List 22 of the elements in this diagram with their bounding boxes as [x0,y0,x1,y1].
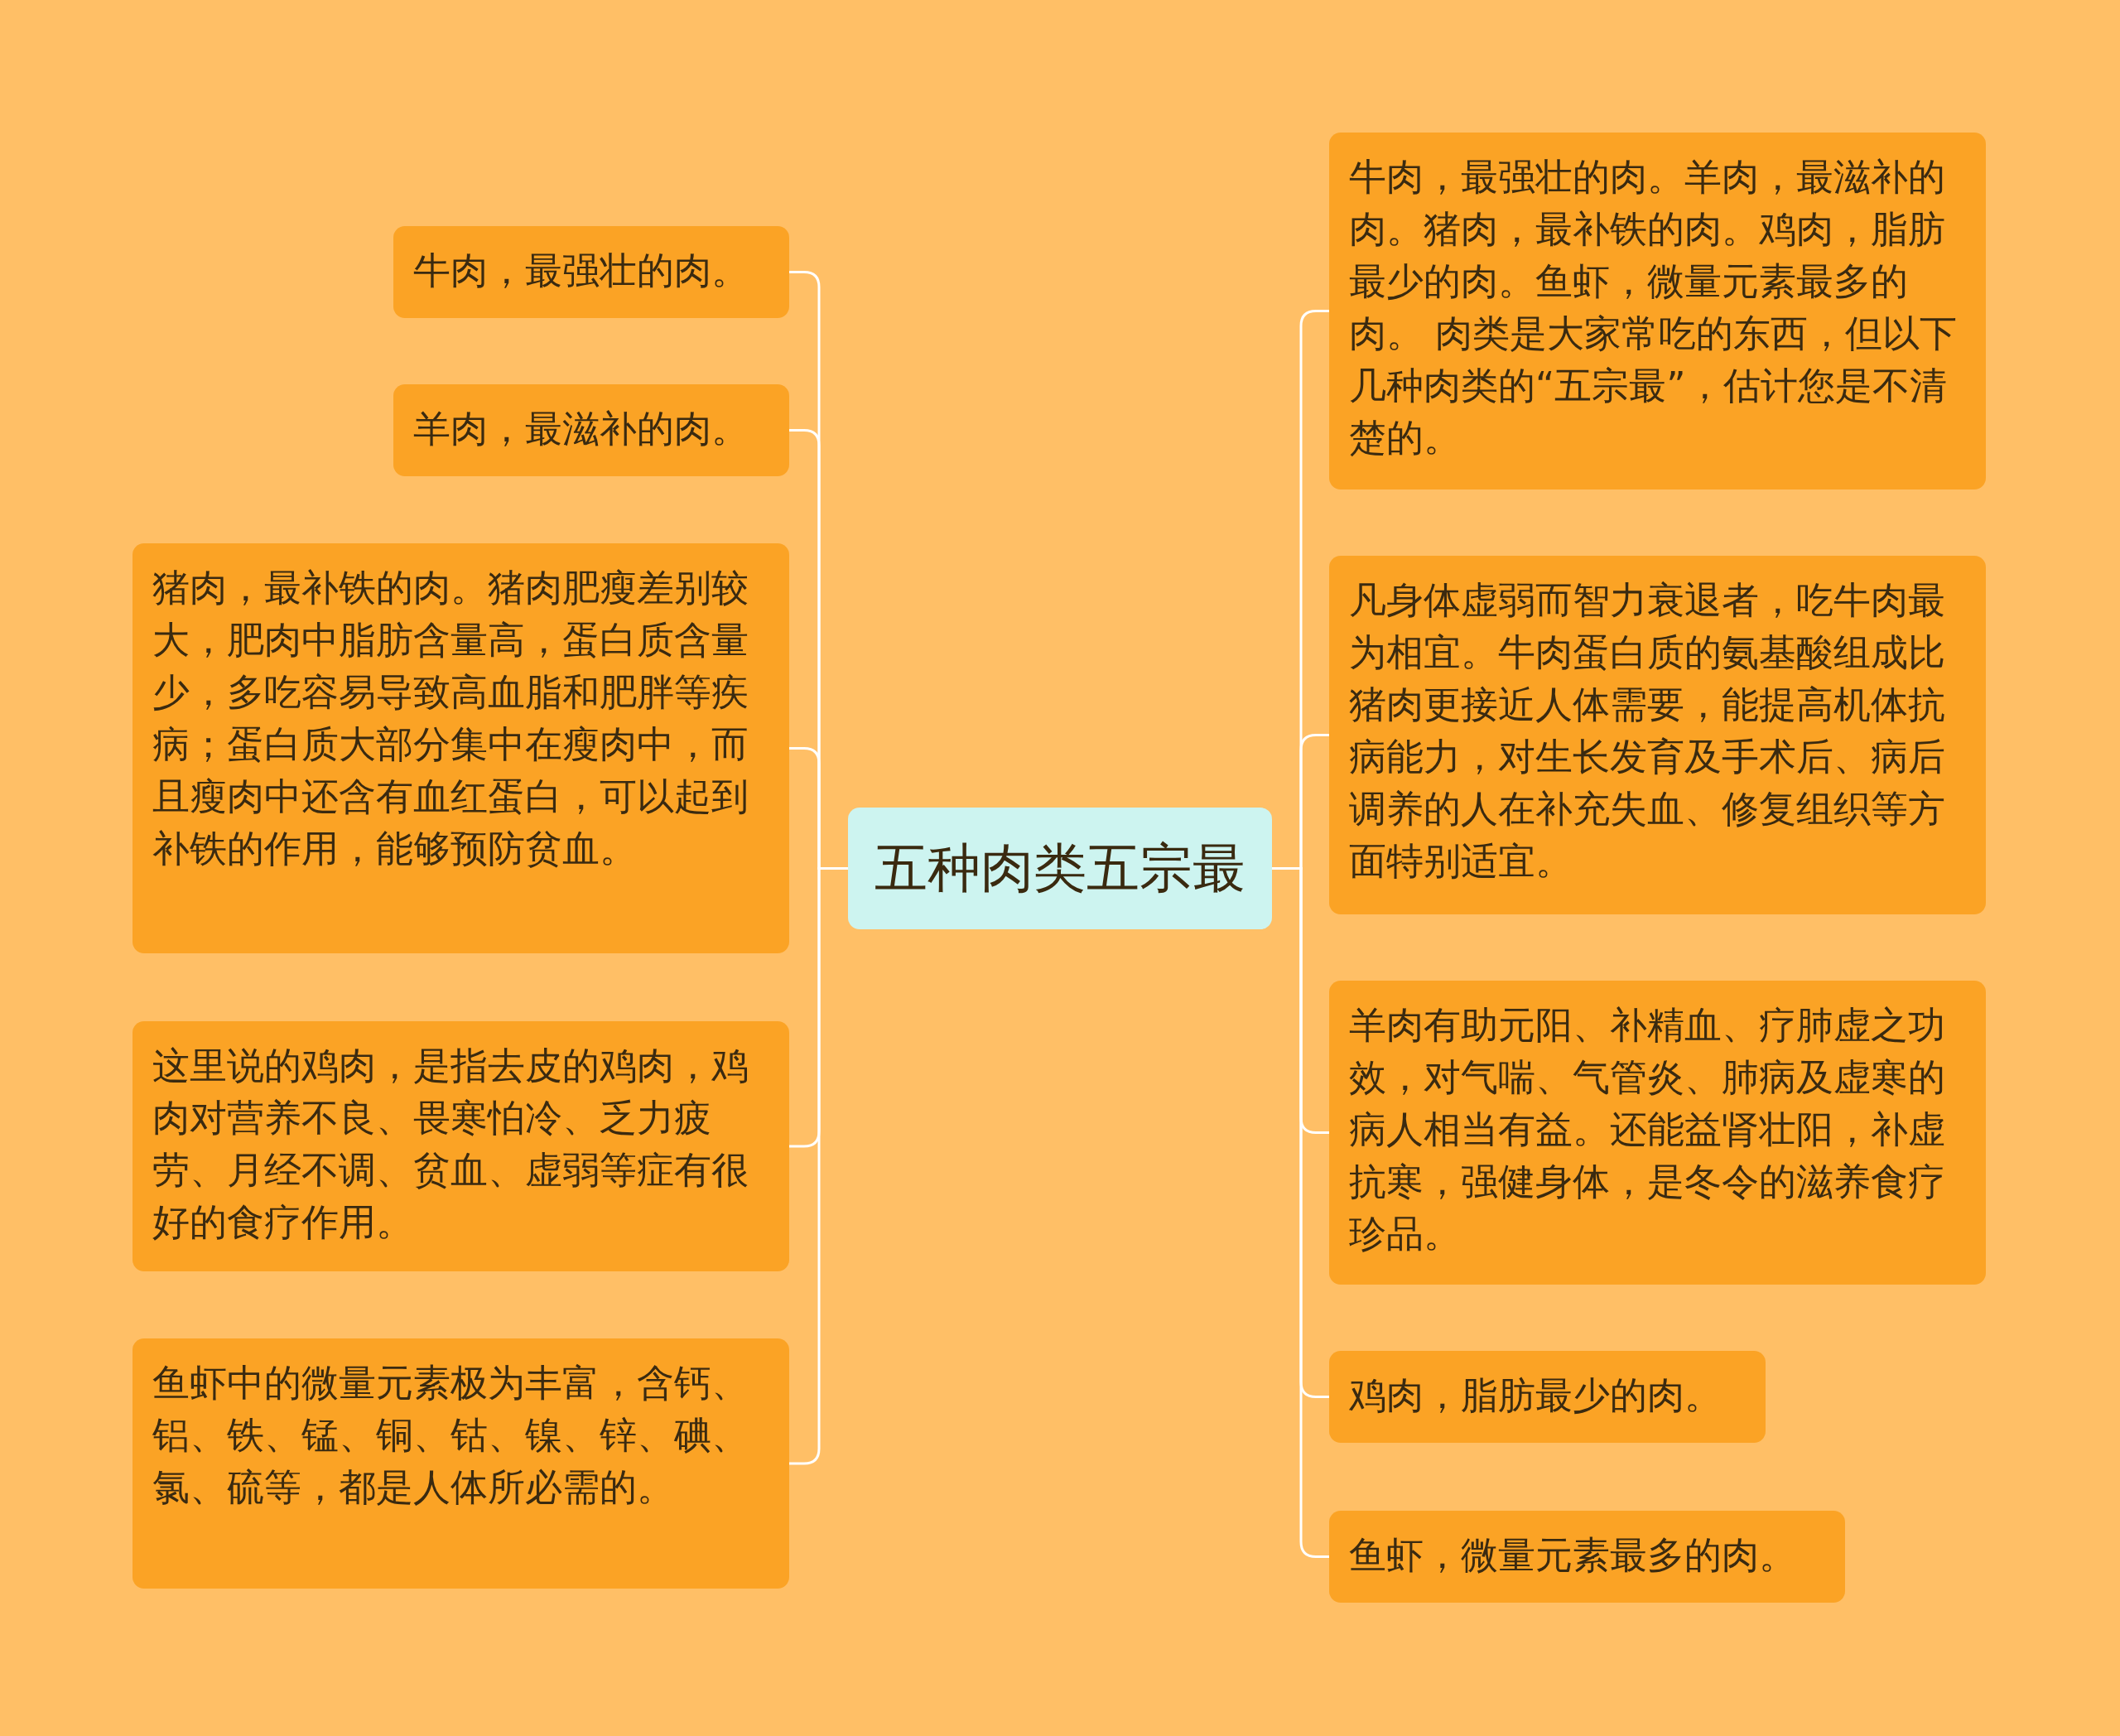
topic-text: 鸡肉，脂肪最少的肉。 [1349,1373,1722,1417]
central-topic-box [848,808,1272,929]
topic-text: 牛肉，最强壮的肉。 [413,248,749,292]
topic-box [1329,556,1986,914]
topic-box [393,384,789,476]
topic-text: 羊肉，最滋补的肉。 [413,407,749,451]
topic-box [1329,1511,1845,1603]
topic-box [393,226,789,318]
topic-text: 五种肉类五宗最 [874,842,1246,895]
topic-box [132,1021,789,1271]
topic-text: 凡身体虚弱而智力衰退者，吃牛肉最为相宜。牛肉蛋白质的氨基酸组成比猪肉更接近人体需要，能提高机体抗病能力，对生长发育及手术后、病后调养的人在补充失血、修复组织等方面特别适宜。 [1349,578,1945,883]
topic-text: 这里说的鸡肉，是指去皮的鸡肉，鸡肉对营养不良、畏寒怕冷、乏力疲劳、月经不调、贫血、虚弱等症有很好的食疗作用。 [152,1044,749,1244]
topic-text: 羊肉有助元阳、补精血、疗肺虚之功效，对气喘、气管炎、肺病及虚寒的病人相当有益。还能益肾壮阳，补虚抗寒，强健身体，是冬令的滋养食疗珍品。 [1349,1003,1945,1256]
topic-box [132,1338,789,1589]
topic-box [1329,1351,1766,1443]
topic-text: 猪肉，最补铁的肉。猪肉肥瘦差别较大，肥肉中脂肪含量高，蛋白质含量少，多吃容易导致高血脂和肥胖等疾病；蛋白质大部分集中在瘦肉中，而且瘦肉中还含有血红蛋白，可以起到补铁的作用，能够预防贫血。 [152,566,749,870]
topic-box [132,543,789,953]
topic-text: 鱼虾，微量元素最多的肉。 [1349,1533,1796,1577]
topic-box [1329,133,1986,489]
topic-text: 牛肉，最强壮的肉。羊肉，最滋补的肉。猪肉，最补铁的肉。鸡肉，脂肪最少的肉。鱼虾，微量元素最多的肉。 肉类是大家常吃的东西，但以下几种肉类的“五宗最”，估计您是不清楚的。 [1349,155,1958,460]
topic-box [1329,981,1986,1285]
topic-text: 鱼虾中的微量元素极为丰富，含钙、铝、铁、锰、铜、钴、镍、锌、碘、氯、硫等，都是人体所必需的。 [152,1361,749,1509]
